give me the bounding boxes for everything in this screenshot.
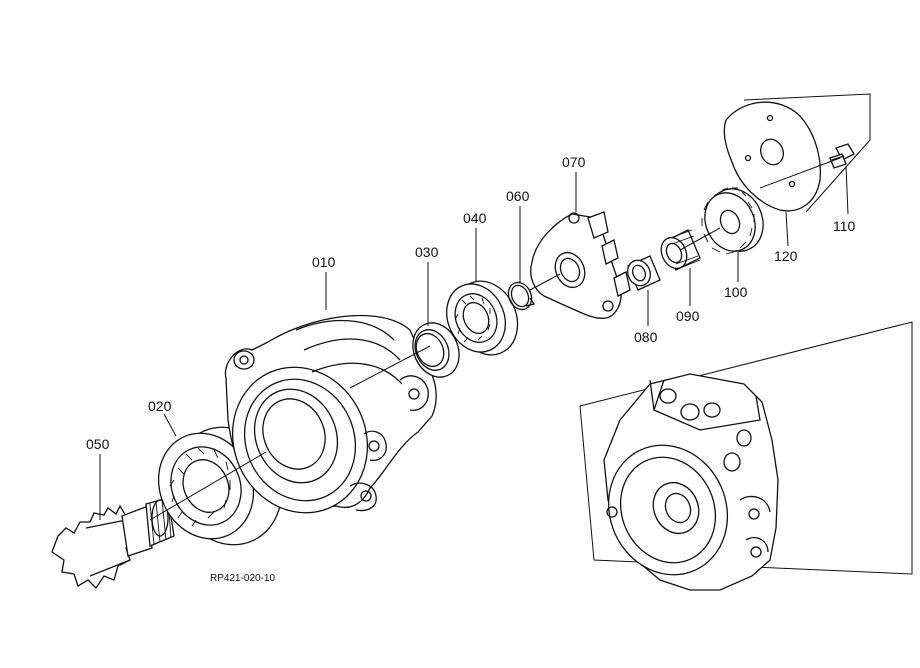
part-label-090: 090 <box>676 308 700 324</box>
part-030-seal-ring[interactable] <box>405 315 468 384</box>
detail-view-frame <box>579 321 913 575</box>
part-label-120: 120 <box>774 248 798 264</box>
end-plate-bracket <box>743 93 871 213</box>
part-label-030: 030 <box>415 244 439 260</box>
part-label-060: 060 <box>506 188 530 204</box>
part-label-110: 110 <box>833 218 856 234</box>
part-110-bolt[interactable] <box>829 143 855 169</box>
leader-120 <box>785 211 789 247</box>
part-label-010: 010 <box>312 254 336 270</box>
part-040-bearing[interactable] <box>436 271 529 365</box>
part-120-end-plate[interactable] <box>723 101 822 212</box>
assembled-motor-detail[interactable] <box>588 373 779 594</box>
part-060-snap-ring[interactable] <box>504 279 536 314</box>
assembly-axis-line <box>149 157 841 521</box>
part-010-motor-housing[interactable] <box>210 314 437 534</box>
leader-020 <box>163 413 177 437</box>
part-label-080: 080 <box>634 329 658 345</box>
part-050-pinion-shaft[interactable] <box>51 497 175 590</box>
part-label-020: 020 <box>148 398 172 414</box>
part-label-070: 070 <box>562 154 586 170</box>
leader-110 <box>845 165 849 215</box>
part-label-100: 100 <box>724 284 748 300</box>
part-label-040: 040 <box>463 210 487 226</box>
part-label-050: 050 <box>86 436 110 452</box>
part-100-gear[interactable] <box>696 180 773 260</box>
part-090-needle-bearing[interactable] <box>657 229 701 272</box>
reference-code: RP421-020-10 <box>210 573 275 584</box>
part-080-sleeve[interactable] <box>624 255 661 291</box>
part-070-carrier-plate[interactable] <box>530 211 631 319</box>
